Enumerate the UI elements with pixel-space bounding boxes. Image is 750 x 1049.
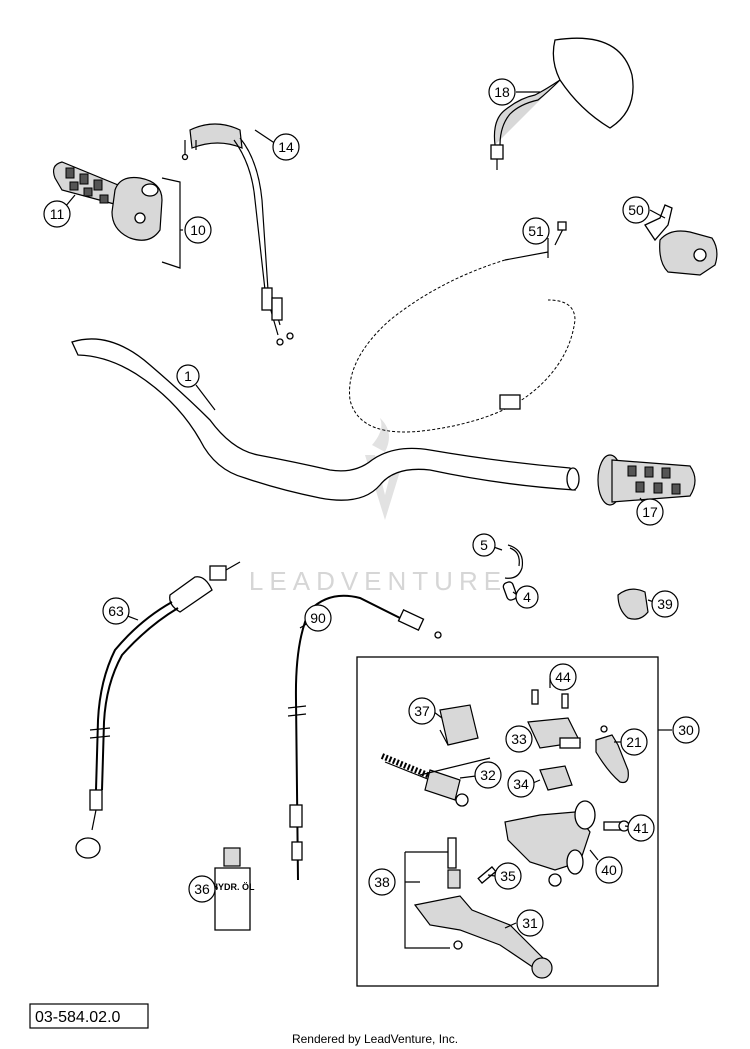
- callout-35[interactable]: 35: [494, 862, 522, 890]
- callout-4[interactable]: 4: [515, 585, 539, 609]
- callout-36[interactable]: 36: [188, 875, 216, 903]
- callout-63-label: 63: [108, 603, 124, 619]
- callout-18-label: 18: [494, 84, 510, 100]
- callout-32[interactable]: 32: [474, 761, 502, 789]
- callout-5-label: 5: [480, 537, 488, 553]
- master-body[interactable]: [504, 800, 596, 887]
- callout-63[interactable]: 63: [102, 597, 130, 625]
- callout-14[interactable]: 14: [272, 133, 300, 161]
- callout-90[interactable]: 90: [304, 604, 332, 632]
- diagram-id: 03-584.02.0: [29, 1003, 149, 1029]
- callout-41-label: 41: [633, 820, 649, 836]
- callout-38-label: 38: [374, 874, 390, 890]
- snap-ring[interactable]: [504, 544, 524, 579]
- callout-38[interactable]: 38: [368, 868, 396, 896]
- spring-pin[interactable]: [502, 581, 518, 601]
- master-cylinder-kit[interactable]: [356, 656, 672, 987]
- callout-4-label: 4: [523, 589, 531, 605]
- callout-11-label: 11: [50, 206, 65, 222]
- leadventure-watermark: LEADVENTURE: [249, 418, 507, 596]
- callout-14-label: 14: [278, 139, 294, 155]
- callout-17-label: 17: [642, 504, 658, 520]
- reservoir-cover[interactable]: [527, 717, 581, 749]
- hydraulic-oil-bottle[interactable]: HYDR. ÖL: [211, 847, 255, 931]
- callout-31[interactable]: 31: [516, 909, 544, 937]
- set-screw[interactable]: [477, 866, 497, 884]
- callout-21-label: 21: [626, 734, 642, 750]
- kill-switch[interactable]: [644, 204, 718, 276]
- callout-5[interactable]: 5: [472, 533, 496, 557]
- callout-44-label: 44: [555, 669, 571, 685]
- cover-screws[interactable]: [531, 689, 569, 709]
- watermark-text: LEADVENTURE: [249, 566, 507, 596]
- callout-30-label: 30: [678, 722, 694, 738]
- throttle-grip[interactable]: [52, 161, 123, 206]
- callout-10[interactable]: 10: [184, 216, 212, 244]
- callout-41[interactable]: 41: [627, 814, 655, 842]
- throttle-assembly[interactable]: [52, 161, 181, 269]
- callout-17[interactable]: 17: [636, 498, 664, 526]
- callout-11[interactable]: 11: [43, 200, 71, 228]
- callout-51[interactable]: 51: [522, 217, 550, 245]
- left-grip[interactable]: [597, 454, 696, 506]
- callout-37[interactable]: 37: [408, 697, 436, 725]
- clutch-cable[interactable]: [287, 594, 442, 881]
- callout-33-label: 33: [511, 731, 527, 747]
- hydraulic-hose[interactable]: [75, 561, 241, 859]
- callout-40-label: 40: [601, 862, 617, 878]
- callout-50-label: 50: [628, 202, 644, 218]
- callout-50[interactable]: 50: [622, 196, 650, 224]
- callout-10-label: 10: [190, 222, 206, 238]
- throttle-cables[interactable]: [181, 123, 294, 346]
- callout-18[interactable]: 18: [488, 78, 516, 106]
- callout-40[interactable]: 40: [595, 856, 623, 884]
- callout-21[interactable]: 21: [620, 728, 648, 756]
- bottle-label: HYDR. ÖL: [211, 882, 255, 892]
- throttle-housing[interactable]: [111, 176, 163, 241]
- diagram-id-text: 03-584.02.0: [35, 1009, 121, 1026]
- callout-36-label: 36: [194, 881, 210, 897]
- callout-34[interactable]: 34: [507, 770, 535, 798]
- cable-clip[interactable]: [617, 588, 649, 620]
- footer-credit: Rendered by LeadVenture, Inc.: [292, 1032, 458, 1046]
- callout-33[interactable]: 33: [505, 725, 533, 753]
- lever-bolt[interactable]: [404, 837, 461, 949]
- hot-start-cable[interactable]: [349, 221, 576, 433]
- callout-34-label: 34: [513, 776, 529, 792]
- callout-30[interactable]: 30: [672, 716, 700, 744]
- callout-51-label: 51: [528, 223, 544, 239]
- callout-37-label: 37: [414, 703, 430, 719]
- callout-39-label: 39: [657, 596, 673, 612]
- callout-31-label: 31: [522, 915, 538, 931]
- callout-35-label: 35: [500, 868, 516, 884]
- clutch-lever[interactable]: [413, 895, 553, 979]
- callout-32-label: 32: [480, 767, 496, 783]
- callout-44[interactable]: 44: [549, 663, 577, 691]
- handlebar[interactable]: [71, 338, 580, 501]
- callout-1[interactable]: 1: [176, 364, 200, 388]
- piston-seal[interactable]: [380, 753, 491, 807]
- callout-39[interactable]: 39: [651, 590, 679, 618]
- lever-pin[interactable]: [595, 725, 629, 784]
- callout-1-label: 1: [184, 368, 192, 384]
- callout-90-label: 90: [310, 610, 326, 626]
- mirror[interactable]: [490, 37, 634, 170]
- diaphragm[interactable]: [539, 765, 573, 791]
- clamp[interactable]: [439, 704, 479, 746]
